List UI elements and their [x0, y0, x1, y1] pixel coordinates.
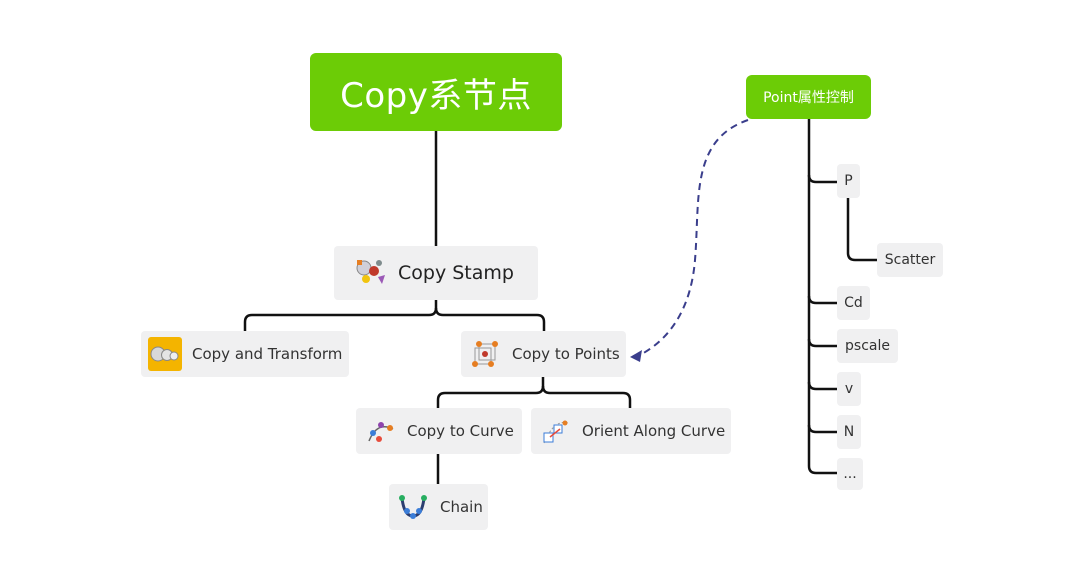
attr-item-pscale[interactable]: pscale — [837, 329, 898, 363]
node-copy-to-curve-label: Copy to Curve — [407, 422, 514, 440]
node-copy-stamp-label: Copy Stamp — [398, 262, 514, 284]
node-copy-to-points[interactable]: Copy to Points — [461, 331, 626, 377]
node-copy-to-points-label: Copy to Points — [512, 345, 620, 363]
connector-attr-pscale — [807, 338, 837, 348]
orient-along-curve-icon — [539, 414, 573, 448]
dashed-relation-link — [637, 119, 749, 357]
point-attribute-title: Point属性控制 — [763, 90, 854, 106]
node-orient-along-curve[interactable]: Orient Along Curve — [531, 408, 731, 454]
copy-to-points-icon — [469, 337, 503, 371]
attr-item-label: v — [844, 381, 854, 397]
copy-to-curve-icon — [364, 414, 398, 448]
connector-p-scatter — [846, 198, 877, 262]
node-orient-along-curve-label: Orient Along Curve — [582, 422, 726, 440]
attr-item-label: ... — [843, 466, 857, 482]
point-attribute-root-node[interactable]: Point属性控制 — [746, 75, 871, 119]
attr-item-label: P — [844, 173, 853, 189]
connector-attr-p — [807, 174, 837, 184]
copy-transform-icon — [148, 337, 182, 371]
attr-item-more[interactable]: ... — [837, 458, 863, 490]
attr-item-label: Scatter — [884, 252, 936, 268]
attr-item-v[interactable]: v — [837, 372, 861, 406]
copy-stamp-icon — [352, 255, 388, 291]
attr-item-p[interactable]: P — [837, 164, 860, 198]
attr-item-scatter[interactable]: Scatter — [877, 243, 943, 277]
root-node-copy-nodes[interactable]: Copy系节点 — [310, 53, 562, 131]
connector-stamp-points — [434, 307, 546, 331]
connector-attr-trunk — [807, 119, 837, 475]
connector-points-orient — [541, 385, 632, 408]
attr-item-n[interactable]: N — [837, 415, 861, 449]
node-copy-stamp[interactable]: Copy Stamp — [334, 246, 538, 300]
node-copy-and-transform-label: Copy and Transform — [192, 345, 343, 363]
attr-item-label: N — [843, 424, 855, 440]
dashed-relation-arrowhead — [630, 350, 642, 362]
attr-item-label: Cd — [844, 295, 863, 311]
connector-attr-cd — [807, 295, 837, 305]
connector-attr-n — [807, 424, 837, 434]
node-chain[interactable]: Chain — [389, 484, 488, 530]
connector-stamp-transform — [243, 298, 438, 331]
attr-item-label: pscale — [845, 338, 890, 354]
node-chain-label: Chain — [440, 498, 483, 516]
connector-points-curve — [436, 377, 545, 408]
root-node-title: Copy系节点 — [340, 75, 532, 116]
node-copy-and-transform[interactable]: Copy and Transform — [141, 331, 349, 377]
node-copy-to-curve[interactable]: Copy to Curve — [356, 408, 522, 454]
attr-item-cd[interactable]: Cd — [837, 286, 870, 320]
chain-icon — [395, 489, 431, 525]
connector-attr-v — [807, 381, 837, 391]
